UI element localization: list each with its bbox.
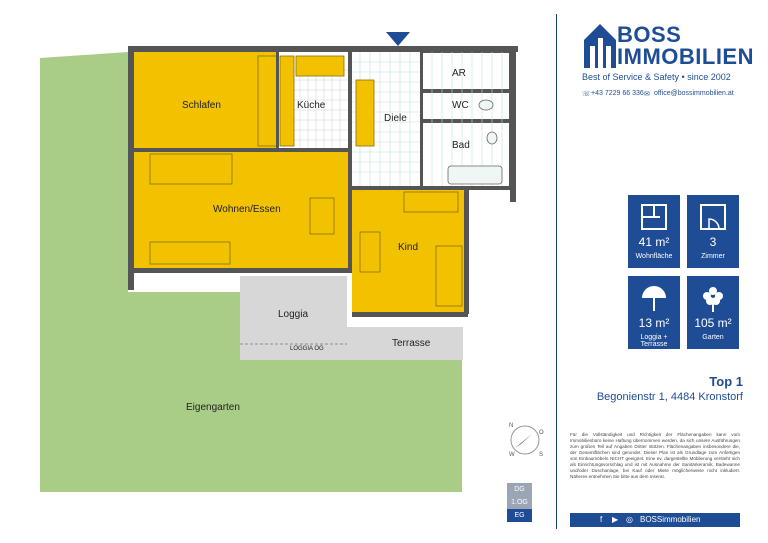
stat-garten: 105 m² Garten: [687, 276, 739, 349]
room-ar: [421, 51, 511, 91]
flower-icon: [703, 287, 723, 312]
label-bad: Bad: [452, 140, 470, 151]
label-diele: Diele: [384, 113, 407, 124]
youtube-icon[interactable]: ▶: [612, 515, 619, 524]
instagram-icon[interactable]: ◎: [626, 515, 633, 524]
level-1og: 1.OG: [507, 496, 532, 509]
stat-wohnflaeche: 41 m² Wohnfläche: [628, 195, 680, 268]
floor-plan: [40, 32, 540, 492]
label-schlafen: Schlafen: [182, 100, 221, 111]
room-schlafen: [134, 52, 276, 148]
boss-logo-icon: [584, 24, 616, 68]
umbrella-icon: [642, 286, 666, 311]
stat-label: Wohnfläche: [635, 253, 673, 260]
compass-n: N: [509, 423, 514, 429]
label-wc: WC: [452, 100, 469, 111]
unit-address: Begonienstr 1, 4484 Kronstorf: [596, 391, 743, 403]
label-eigengarten: Eigengarten: [186, 402, 240, 413]
stat-value: 41 m²: [638, 235, 670, 249]
panel-divider: [556, 14, 557, 529]
room-door-icon: [700, 204, 726, 230]
label-terrasse: Terrasse: [392, 338, 431, 349]
brand-tagline: Best of Service & Safety • since 2002: [582, 72, 731, 82]
stat-value: 13 m²: [638, 316, 670, 330]
stat-loggia-terrasse: 13 m² Loggia + Terrasse: [628, 276, 680, 349]
unit-title: Top 1: [709, 374, 743, 389]
phone-icon: ☏: [582, 91, 591, 98]
label-kueche: Küche: [297, 100, 326, 111]
stat-zimmer: 3 Zimmer: [687, 195, 739, 268]
email-address[interactable]: office@bossimmobilien.at: [654, 90, 734, 97]
label-kind: Kind: [398, 242, 419, 253]
level-dg: DG: [507, 483, 532, 496]
brand-name-line1: BOSS: [617, 22, 682, 47]
email-icon: ✉: [644, 91, 650, 98]
social-handle[interactable]: BOSSimmobilien: [640, 515, 701, 524]
compass-s: S: [539, 452, 544, 458]
entrance-arrow-icon: [386, 32, 410, 46]
compass-w: W: [509, 452, 515, 458]
label-ar: AR: [452, 68, 466, 79]
label-loggia: Loggia: [278, 309, 309, 320]
stat-label: Loggia + Terrasse: [640, 334, 668, 348]
compass-o: O: [539, 430, 544, 436]
garden-area: [40, 52, 462, 492]
stat-value: 105 m²: [694, 316, 732, 330]
level-indicator: DG 1.OG EG: [507, 483, 532, 522]
disclaimer-text: Für die Vollständigkeit und Richtigkeit …: [570, 432, 740, 479]
compass-icon: [510, 425, 540, 455]
floorplan-icon: [641, 204, 667, 230]
social-bar: f ▶ ◎ BOSSimmobilien: [570, 513, 740, 527]
level-eg: EG: [507, 509, 532, 522]
terrace-area: [347, 327, 463, 360]
stat-label: Garten: [702, 334, 724, 341]
stat-value: 3: [709, 235, 717, 249]
phone-number[interactable]: +43 7229 66 336: [591, 90, 644, 97]
brand-name-line2: IMMOBILIEN: [617, 44, 754, 69]
facebook-icon[interactable]: f: [600, 515, 603, 524]
stat-label: Zimmer: [701, 253, 725, 260]
label-wohnen-essen: Wohnen/Essen: [213, 204, 281, 215]
loggia-area: [240, 276, 347, 360]
label-loggia-og: LOGGIA OG: [290, 346, 324, 352]
